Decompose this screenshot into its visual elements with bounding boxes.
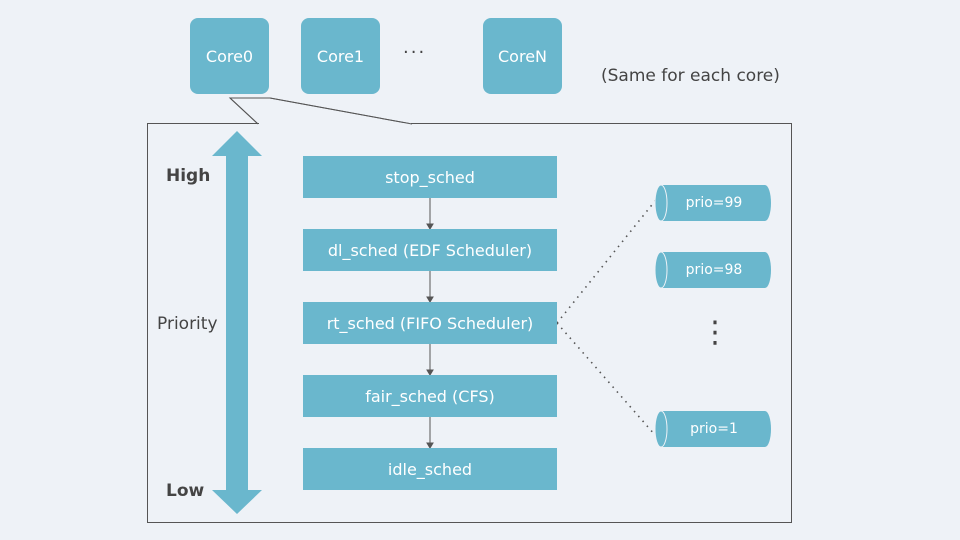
priority-low-label: Low xyxy=(166,481,205,501)
core1-box: Core1 xyxy=(301,18,380,94)
core-note: (Same for each core) xyxy=(601,66,780,86)
rt-queue-prio98: prio=98 xyxy=(685,262,743,278)
rt-queue-prio1: prio=1 xyxy=(690,421,738,437)
rt-queue-ellipsis: ⋮ xyxy=(700,315,730,350)
sched-dl: dl_sched (EDF Scheduler) xyxy=(303,229,557,271)
priority-axis-label: Priority xyxy=(157,314,218,334)
sched-stop: stop_sched xyxy=(303,156,557,198)
cores-ellipsis: ··· xyxy=(403,42,427,63)
priority-high-label: High xyxy=(166,166,211,186)
core0-box: Core0 xyxy=(190,18,269,94)
sched-idle: idle_sched xyxy=(303,448,557,490)
rt-queue-links xyxy=(556,200,656,436)
sched-fair: fair_sched (CFS) xyxy=(303,375,557,417)
priority-arrow xyxy=(212,131,262,514)
sched-chain-arrows xyxy=(426,198,434,449)
coren-box: CoreN xyxy=(483,18,562,94)
rt-queue-prio99: prio=99 xyxy=(685,195,743,211)
rt-queue-shapes xyxy=(654,184,771,448)
sched-rt: rt_sched (FIFO Scheduler) xyxy=(303,302,557,344)
